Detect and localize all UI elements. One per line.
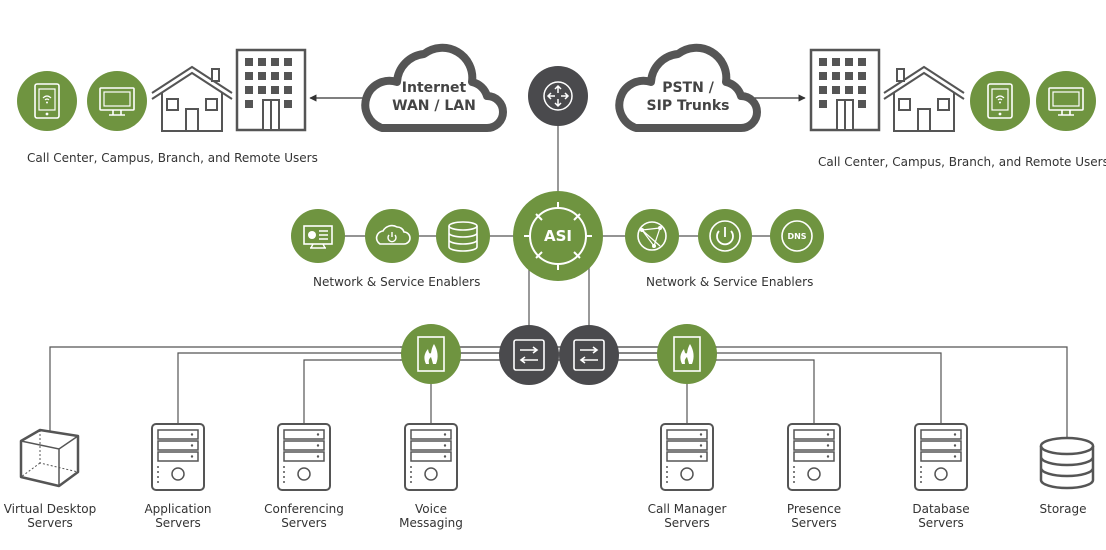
server-label-line1: Database: [912, 502, 970, 516]
server-label-line1: Virtual Desktop: [3, 502, 97, 516]
server-label-voice-messaging: Voice Messaging: [381, 502, 481, 530]
globe-network-icon: [625, 209, 679, 263]
cloud-internet-line2: WAN / LAN: [392, 98, 476, 114]
switch-icon: [559, 325, 619, 385]
house-icon: [151, 65, 233, 132]
conferencing-server-icon: [277, 423, 331, 491]
server-label-line1: Application: [144, 502, 212, 516]
virtual-desktop-cube-icon: [19, 428, 80, 488]
monitor-icon: [1036, 71, 1096, 131]
server-label-database: Database Servers: [891, 502, 991, 530]
storage-icon: [1039, 436, 1095, 490]
office-building-icon: [235, 48, 307, 132]
users-label-left: Call Center, Campus, Branch, and Remote …: [27, 151, 318, 165]
server-label-line2: Servers: [27, 516, 73, 530]
enablers-label-right: Network & Service Enablers: [646, 275, 814, 289]
server-label-line2: Messaging: [399, 516, 463, 530]
router-icon: [528, 66, 588, 126]
cloud-pstn: PSTN / SIP Trunks: [615, 43, 761, 132]
monitor-dashboard-icon: [291, 209, 345, 263]
office-building-icon: [809, 48, 881, 132]
firewall-icon: [401, 324, 461, 384]
tablet-icon: [970, 71, 1030, 131]
server-label-conferencing: Conferencing Servers: [254, 502, 354, 530]
cloud-internet-line1: Internet: [402, 80, 467, 96]
server-label-line1: Presence: [786, 502, 842, 516]
server-label-line2: Servers: [918, 516, 964, 530]
database-icon: [436, 209, 490, 263]
server-label-line2: Servers: [664, 516, 710, 530]
presence-server-icon: [787, 423, 841, 491]
tablet-icon: [17, 71, 77, 131]
application-server-icon: [151, 423, 205, 491]
house-icon: [883, 65, 965, 132]
monitor-icon: [87, 71, 147, 131]
database-server-icon: [914, 423, 968, 491]
switch-icon: [499, 325, 559, 385]
server-label-storage: Storage: [1021, 502, 1105, 516]
server-label-presence: Presence Servers: [764, 502, 864, 530]
server-label-virtual-desktop: Virtual Desktop Servers: [0, 502, 100, 530]
server-label-line1: Conferencing: [264, 502, 344, 516]
server-label-line2: Servers: [791, 516, 837, 530]
firewall-icon: [657, 324, 717, 384]
server-label-line2: Servers: [155, 516, 201, 530]
power-icon: [698, 209, 752, 263]
cloud-power-icon: [365, 209, 419, 263]
cloud-pstn-line2: SIP Trunks: [647, 98, 730, 114]
dns-label: DNS: [787, 232, 806, 241]
call-manager-server-icon: [660, 423, 714, 491]
server-label-line1: Voice: [415, 502, 447, 516]
server-label-line2: Servers: [281, 516, 327, 530]
server-label-line1: Call Manager: [647, 502, 727, 516]
voice-messaging-server-icon: [404, 423, 458, 491]
server-label-application: Application Servers: [128, 502, 228, 530]
asi-hub-icon: ASI: [513, 191, 603, 281]
server-label-line1: Storage: [1039, 502, 1087, 516]
cloud-internet: Internet WAN / LAN: [361, 43, 507, 132]
dns-icon: DNS: [770, 209, 824, 263]
cloud-pstn-line1: PSTN /: [662, 80, 714, 96]
enablers-label-left: Network & Service Enablers: [313, 275, 481, 289]
asi-label: ASI: [544, 227, 572, 245]
server-label-call-manager: Call Manager Servers: [637, 502, 737, 530]
users-label-right: Call Center, Campus, Branch, and Remote …: [818, 155, 1106, 169]
